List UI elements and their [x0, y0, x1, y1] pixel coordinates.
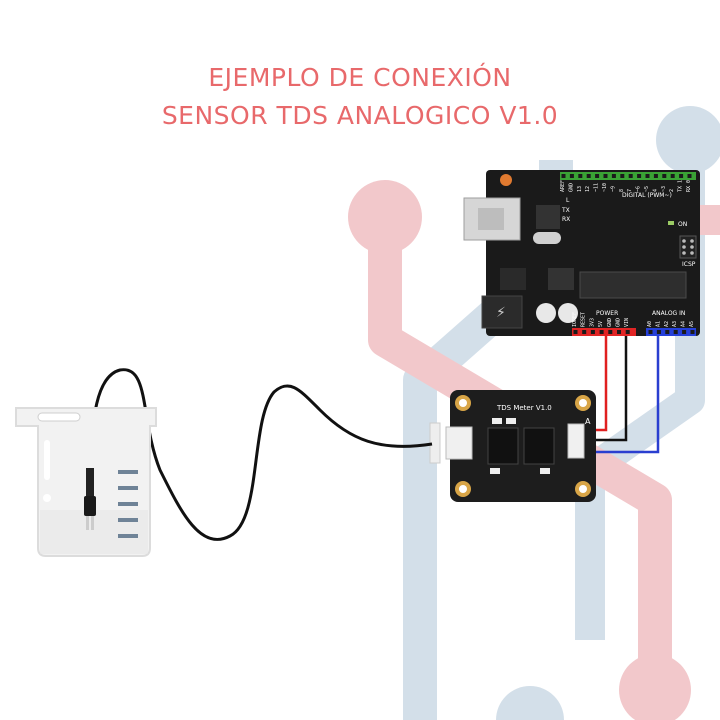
- pin-hole-power-1: [582, 330, 587, 334]
- pin-hole-digital-12: [662, 174, 667, 178]
- pin-letter-a: A: [585, 417, 591, 426]
- pin-hole-digital-6: [611, 174, 616, 178]
- signal-chip: [487, 427, 519, 465]
- pin-hole-digital-7: [620, 174, 625, 178]
- title-line-1: EJEMPLO DE CONEXIÓN: [208, 63, 512, 92]
- pin-hole-digital-2: [578, 174, 583, 178]
- pin-label-analog-5: A5: [689, 321, 695, 327]
- pin-label-digital-9: ~6: [636, 186, 642, 192]
- icsp-label: ICSP: [682, 261, 696, 268]
- pin-label-digital-3: 12: [585, 186, 591, 192]
- pin-hole-digital-4: [595, 174, 600, 178]
- led-label-l: L: [566, 197, 570, 204]
- pin-label-power-2: 3V3: [589, 318, 595, 327]
- pin-label-power-1: RESET: [581, 312, 587, 327]
- pin-hole-digital-13: [670, 174, 675, 178]
- pin-label-digital-11: 4: [652, 189, 658, 192]
- microcontroller-chip: [579, 271, 687, 299]
- pin-hole-digital-10: [645, 174, 650, 178]
- power-label: POWER: [596, 310, 618, 317]
- digital-header: [560, 172, 696, 180]
- digital-label: DIGITAL (PWM~): [622, 192, 672, 199]
- pin-label-digital-7: 8: [619, 189, 625, 192]
- tds-module-label: TDS Meter V1.0: [496, 404, 552, 412]
- pin-label-power-6: VIN: [624, 318, 630, 327]
- pin-hole-digital-3: [586, 174, 591, 178]
- pin-label-digital-6: ~9: [610, 186, 616, 192]
- pin-label-power-5: GND: [616, 318, 622, 327]
- tds-meter-module: TDS Meter V1.0 A: [429, 390, 596, 502]
- pin-hole-digital-15: [687, 174, 692, 178]
- pin-label-power-3: 5V: [598, 321, 604, 327]
- icsp-header: [679, 235, 697, 259]
- pin-label-digital-13: 2: [669, 189, 675, 192]
- wire-blue-a1: [584, 336, 660, 454]
- pin-hole-analog-1: [656, 330, 661, 334]
- pin-label-digital-4: ~11: [594, 183, 600, 192]
- pin-hole-analog-4: [682, 330, 687, 334]
- pin-hole-digital-8: [628, 174, 633, 178]
- pin-label-digital-0: AREF: [560, 180, 566, 192]
- analog-label: ANALOG IN: [652, 310, 685, 317]
- pin-label-digital-15: RX 0: [686, 180, 692, 192]
- pin-label-digital-2: 13: [577, 186, 583, 192]
- pin-label-power-4: GND: [607, 318, 613, 327]
- pin-hole-power-2: [590, 330, 595, 334]
- pin-hole-digital-11: [653, 174, 658, 178]
- pin-hole-power-5: [617, 330, 621, 334]
- on-led-label: ON: [678, 221, 687, 228]
- pin-hole-power-0: [573, 330, 578, 334]
- probe-cable: [88, 368, 433, 541]
- svg-text:⚡: ⚡: [496, 305, 506, 321]
- pin-hole-digital-5: [603, 174, 608, 178]
- signal-chip: [523, 427, 555, 465]
- led-label-tx: TX: [561, 207, 570, 214]
- probe-connector: [445, 426, 473, 460]
- tds-probe: [84, 468, 96, 530]
- reset-button: [500, 174, 512, 186]
- pin-hole-digital-0: [561, 174, 566, 178]
- power-jack: [481, 295, 523, 329]
- pin-hole-power-6: [625, 330, 630, 334]
- power-header: [572, 328, 636, 336]
- wire-black-gnd: [584, 336, 628, 442]
- pin-label-digital-10: ~5: [644, 186, 650, 192]
- pin-hole-analog-3: [673, 330, 678, 334]
- pin-hole-power-3: [599, 330, 604, 334]
- pin-label-analog-2: A2: [664, 321, 670, 327]
- pin-hole-analog-5: [690, 330, 695, 334]
- pin-hole-power-4: [608, 330, 613, 334]
- pin-hole-digital-14: [679, 174, 684, 178]
- analog-header: [646, 328, 696, 336]
- pin-label-digital-5: ~10: [602, 183, 608, 192]
- pin-hole-digital-1: [569, 174, 574, 178]
- pin-label-digital-12: ~3: [661, 186, 667, 192]
- pin-hole-digital-9: [637, 174, 642, 178]
- output-connector: [567, 423, 585, 459]
- pin-hole-analog-0: [648, 330, 653, 334]
- pin-label-analog-4: A4: [681, 321, 687, 327]
- pin-label-digital-1: GND: [568, 183, 574, 192]
- capacitor: [536, 303, 556, 323]
- pin-label-analog-1: A1: [655, 321, 661, 327]
- title-line-2: SENSOR TDS ANALOGICO V1.0: [161, 101, 559, 130]
- pin-label-analog-0: A0: [647, 321, 653, 327]
- pin-label-digital-14: TX 1: [678, 180, 684, 192]
- led-label-rx: RX: [562, 216, 570, 223]
- pin-label-analog-3: A3: [672, 321, 678, 327]
- pin-label-power-0: IOREF: [572, 312, 578, 327]
- pin-label-digital-8: 7: [627, 189, 633, 192]
- capacitor: [558, 303, 578, 323]
- pin-hole-analog-2: [665, 330, 670, 334]
